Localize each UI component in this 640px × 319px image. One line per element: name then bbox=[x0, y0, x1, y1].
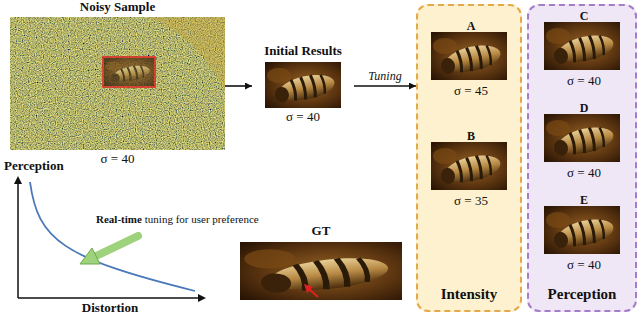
panel-title: Perception bbox=[529, 286, 635, 303]
panel-title: Intensity bbox=[418, 286, 520, 303]
edge-label: Tuning bbox=[366, 70, 403, 83]
sigma-value: σ = 35 bbox=[431, 194, 511, 208]
sigma-value: σ = 40 bbox=[544, 166, 624, 180]
panel-letter: D bbox=[544, 102, 624, 115]
annotation: tuning for user preference bbox=[145, 213, 259, 226]
panel-letter: B bbox=[431, 130, 511, 143]
axis-label: Distortion bbox=[82, 301, 138, 316]
panel-letter: A bbox=[431, 20, 511, 33]
result-image: Bσ = 35 bbox=[431, 130, 511, 210]
panel-title: Initial Results bbox=[252, 44, 354, 58]
result-image: Cσ = 40 bbox=[544, 10, 624, 90]
panel-title: Noisy Sample bbox=[10, 0, 225, 14]
image-panel: Initial Results σ = 40 bbox=[252, 44, 354, 128]
sigma-value: σ = 40 bbox=[544, 258, 624, 272]
image-panel: GT bbox=[240, 224, 402, 302]
group-box: Intensity Aσ = 45 Bσ = 35 bbox=[416, 4, 522, 312]
result-image: Dσ = 40 bbox=[544, 102, 624, 182]
panel-title: GT bbox=[240, 224, 402, 238]
axis-label: Perception bbox=[4, 159, 64, 174]
arrow-connector bbox=[225, 85, 252, 87]
sigma-value: σ = 45 bbox=[431, 84, 511, 98]
arrow-connector bbox=[354, 85, 416, 87]
sigma-value: σ = 40 bbox=[544, 74, 624, 88]
panel-letter: E bbox=[544, 194, 624, 207]
sigma-value: σ = 40 bbox=[252, 110, 354, 124]
image-panel: Noisy Sampleσ = 40 bbox=[10, 0, 225, 170]
annotation: Real-time bbox=[96, 213, 142, 226]
result-image: Eσ = 40 bbox=[544, 194, 624, 274]
panel-letter: C bbox=[544, 10, 624, 23]
result-image: Aσ = 45 bbox=[431, 20, 511, 100]
group-box: PerceptionCσ = 40Dσ = 40Eσ = 40 bbox=[527, 4, 637, 312]
